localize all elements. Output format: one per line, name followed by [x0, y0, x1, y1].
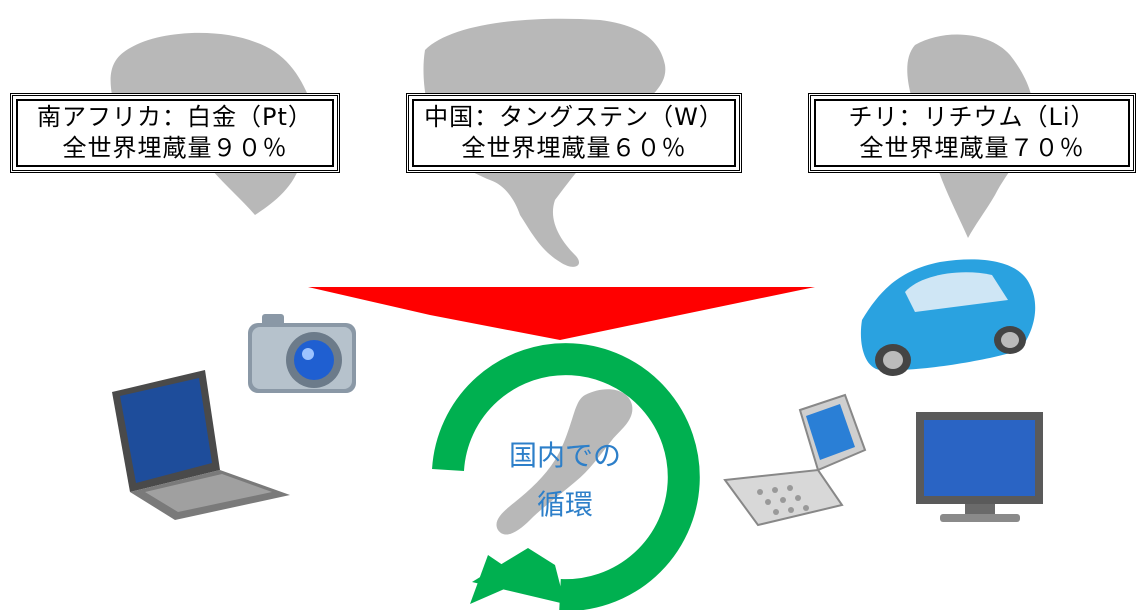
japan-map-icon: [496, 389, 633, 535]
resource-box-chile: チリ：リチウム（Li） 全世界埋蔵量７０％: [808, 93, 1136, 173]
resource-share: 全世界埋蔵量９０％: [62, 134, 288, 162]
tv-monitor-icon: [916, 412, 1043, 522]
cycle-label-line1: 国内での: [508, 439, 621, 472]
mobile-phone-icon: [723, 393, 867, 527]
car-icon: [860, 259, 1036, 376]
resource-share: 全世界埋蔵量７０％: [859, 134, 1085, 162]
inflow-arrow: [308, 287, 815, 340]
resource-title: チリ：リチウム（Li）: [848, 103, 1096, 131]
camera-icon: [248, 314, 356, 393]
cycle-arrow-icon: [432, 343, 700, 610]
cycle-label-line2: 循環: [536, 488, 593, 521]
resource-title: 南アフリカ：白金（Pt）: [37, 103, 313, 131]
resource-box-south-africa: 南アフリカ：白金（Pt） 全世界埋蔵量９０％: [10, 93, 340, 173]
resource-share: 全世界埋蔵量６０％: [461, 134, 687, 162]
laptop-icon: [112, 370, 290, 520]
resource-title: 中国：タングステン（W）: [424, 103, 724, 131]
resource-box-china: 中国：タングステン（W） 全世界埋蔵量６０％: [406, 93, 742, 173]
